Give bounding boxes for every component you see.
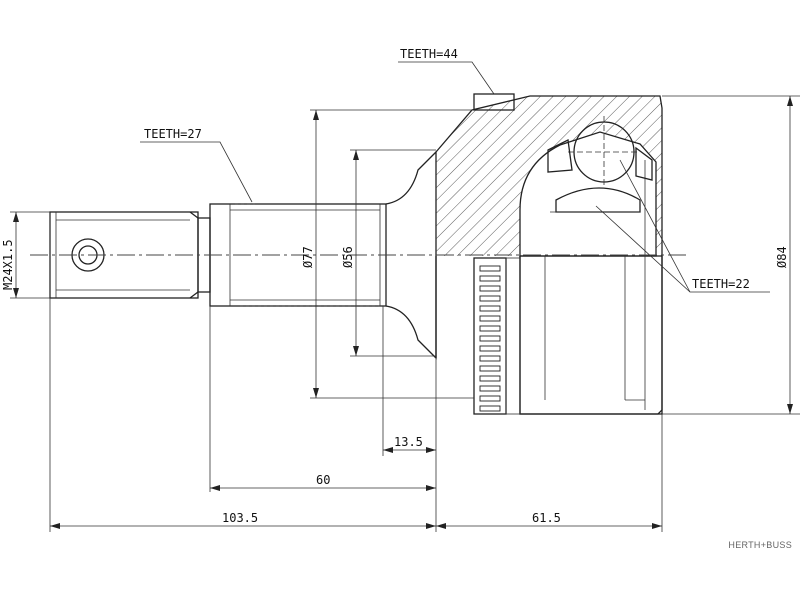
abs-ring-teeth (479, 265, 501, 412)
abs-tooth (479, 395, 501, 402)
label-dia-56: Ø56 (341, 246, 355, 268)
label-dim-13-5: 13.5 (394, 435, 423, 449)
abs-tooth (479, 355, 501, 362)
label-dim-103-5: 103.5 (222, 511, 258, 525)
abs-tooth (479, 295, 501, 302)
bell-housing (435, 93, 663, 415)
label-teeth-outer: TEETH=44 (400, 47, 458, 61)
label-thread: M24X1.5 (1, 239, 15, 290)
abs-tooth (479, 285, 501, 292)
abs-tooth (479, 335, 501, 342)
abs-tooth (479, 265, 501, 272)
label-dim-61-5: 61.5 (532, 511, 561, 525)
dimension-lines (13, 96, 793, 529)
abs-tooth (479, 365, 501, 372)
label-dia-84: Ø84 (775, 246, 789, 268)
abs-tooth (479, 305, 501, 312)
label-teeth-inner: TEETH=22 (692, 277, 750, 291)
label-dia-77: Ø77 (301, 246, 315, 268)
label-teeth-shaft: TEETH=27 (144, 127, 202, 141)
abs-tooth (479, 385, 501, 392)
abs-tooth (479, 405, 501, 412)
abs-tooth (479, 375, 501, 382)
label-dim-60: 60 (316, 473, 330, 487)
extension-lines (10, 95, 800, 532)
abs-ring (473, 257, 521, 415)
brand-watermark: HERTH+BUSS (728, 540, 792, 550)
abs-tooth (479, 275, 501, 282)
ball-cage (547, 116, 653, 213)
abs-tooth (479, 325, 501, 332)
abs-tooth (479, 315, 501, 322)
leader-lines (140, 61, 770, 293)
abs-tooth (479, 345, 501, 352)
